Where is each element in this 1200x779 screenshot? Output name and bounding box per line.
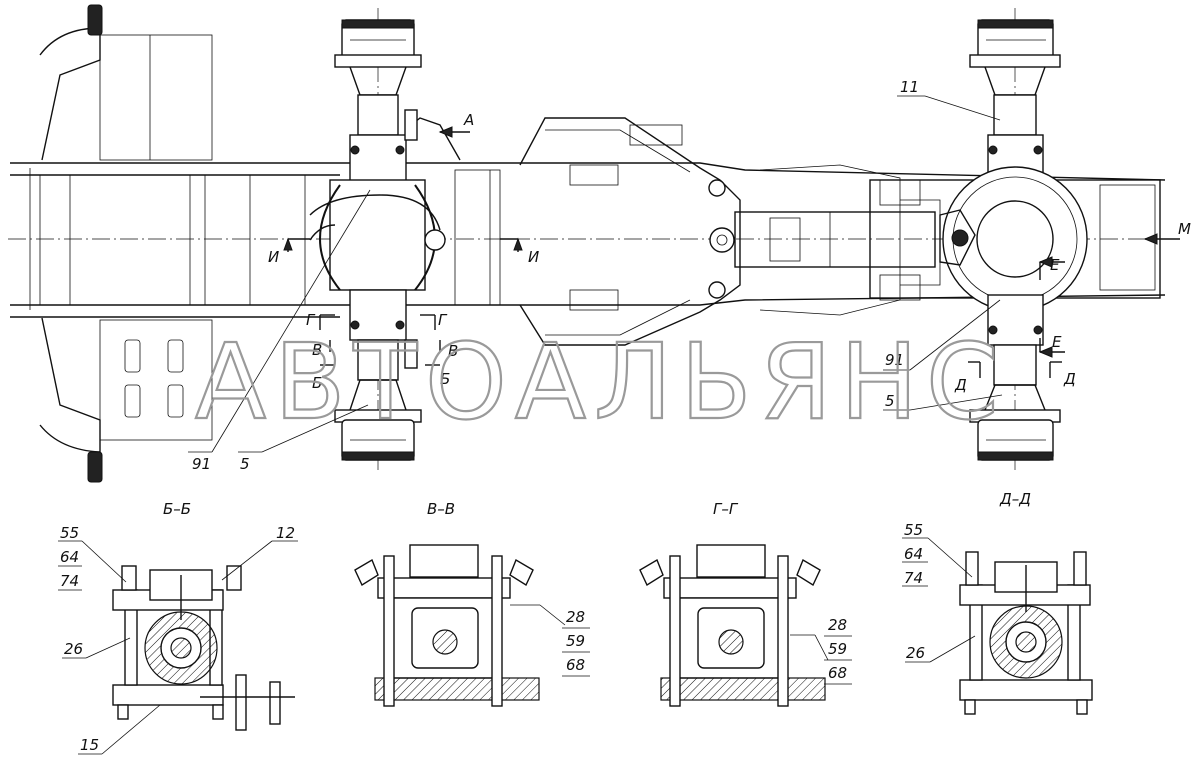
- section-vv-label-2: 59: [566, 632, 585, 650]
- section-gg-title: Г–Г: [713, 500, 739, 518]
- section-gg: Г–Г 28 59 68: [639, 500, 852, 707]
- section-i-left: И: [268, 248, 279, 266]
- section-vv-label-3: 68: [566, 656, 585, 674]
- section-v-left: В: [312, 341, 322, 359]
- section-vv-title: В–В: [427, 500, 455, 518]
- section-vv-label-1: 28: [566, 608, 585, 626]
- section-bb-title: Б–Б: [163, 500, 191, 518]
- callout-91-right: 91: [885, 351, 904, 369]
- view-m-label: М: [1178, 220, 1191, 238]
- front-axle: [309, 8, 461, 470]
- view-markers: А М И И Г Г В В Б Б Е: [268, 111, 1191, 394]
- section-bb-label-15: 15: [80, 736, 99, 754]
- section-gg-label-1: 28: [828, 616, 847, 634]
- section-dd-label-2: 64: [904, 545, 923, 563]
- section-gg-label-2: 59: [828, 640, 847, 658]
- section-vv: В–В 28 59 68: [354, 500, 590, 707]
- section-dd: Д–Д 55 64 74 26: [902, 490, 1093, 715]
- section-gg-label-3: 68: [828, 664, 847, 682]
- callout-5-right: 5: [885, 392, 895, 410]
- section-bb-label-12: 12: [276, 524, 295, 542]
- callout-5-left: 5: [240, 455, 250, 473]
- section-d-left: Д: [954, 376, 967, 394]
- section-e-top: Е: [1050, 256, 1060, 274]
- top-callouts: 91 5 11 91 5: [188, 78, 1003, 473]
- section-d-right: Д: [1063, 370, 1076, 388]
- view-a-label: А: [463, 111, 474, 129]
- section-bb-label-3: 74: [60, 572, 79, 590]
- frame-plan-view: [8, 4, 1166, 483]
- section-v-right: В: [448, 342, 458, 360]
- section-g-right: Г: [438, 311, 448, 329]
- section-bb: Б–Б 55 64 74 12 26 15: [58, 500, 298, 755]
- section-i-right: И: [528, 248, 539, 266]
- rear-axle: [939, 8, 1088, 470]
- section-dd-label-26: 26: [906, 644, 925, 662]
- section-bb-label-26: 26: [64, 640, 83, 658]
- section-b-right: Б: [440, 370, 450, 388]
- callout-11: 11: [900, 78, 919, 96]
- section-b-left: Б: [312, 374, 322, 392]
- watermark: АВТОАЛЬЯНС: [195, 321, 1007, 443]
- section-g-left: Г: [306, 311, 316, 329]
- section-e-bottom: Е: [1052, 333, 1062, 351]
- section-bb-label-1: 55: [60, 524, 79, 542]
- section-bb-label-2: 64: [60, 548, 79, 566]
- section-dd-label-3: 74: [904, 569, 923, 587]
- section-dd-title: Д–Д: [999, 490, 1031, 508]
- section-dd-label-1: 55: [904, 521, 923, 539]
- callout-91-left: 91: [192, 455, 211, 473]
